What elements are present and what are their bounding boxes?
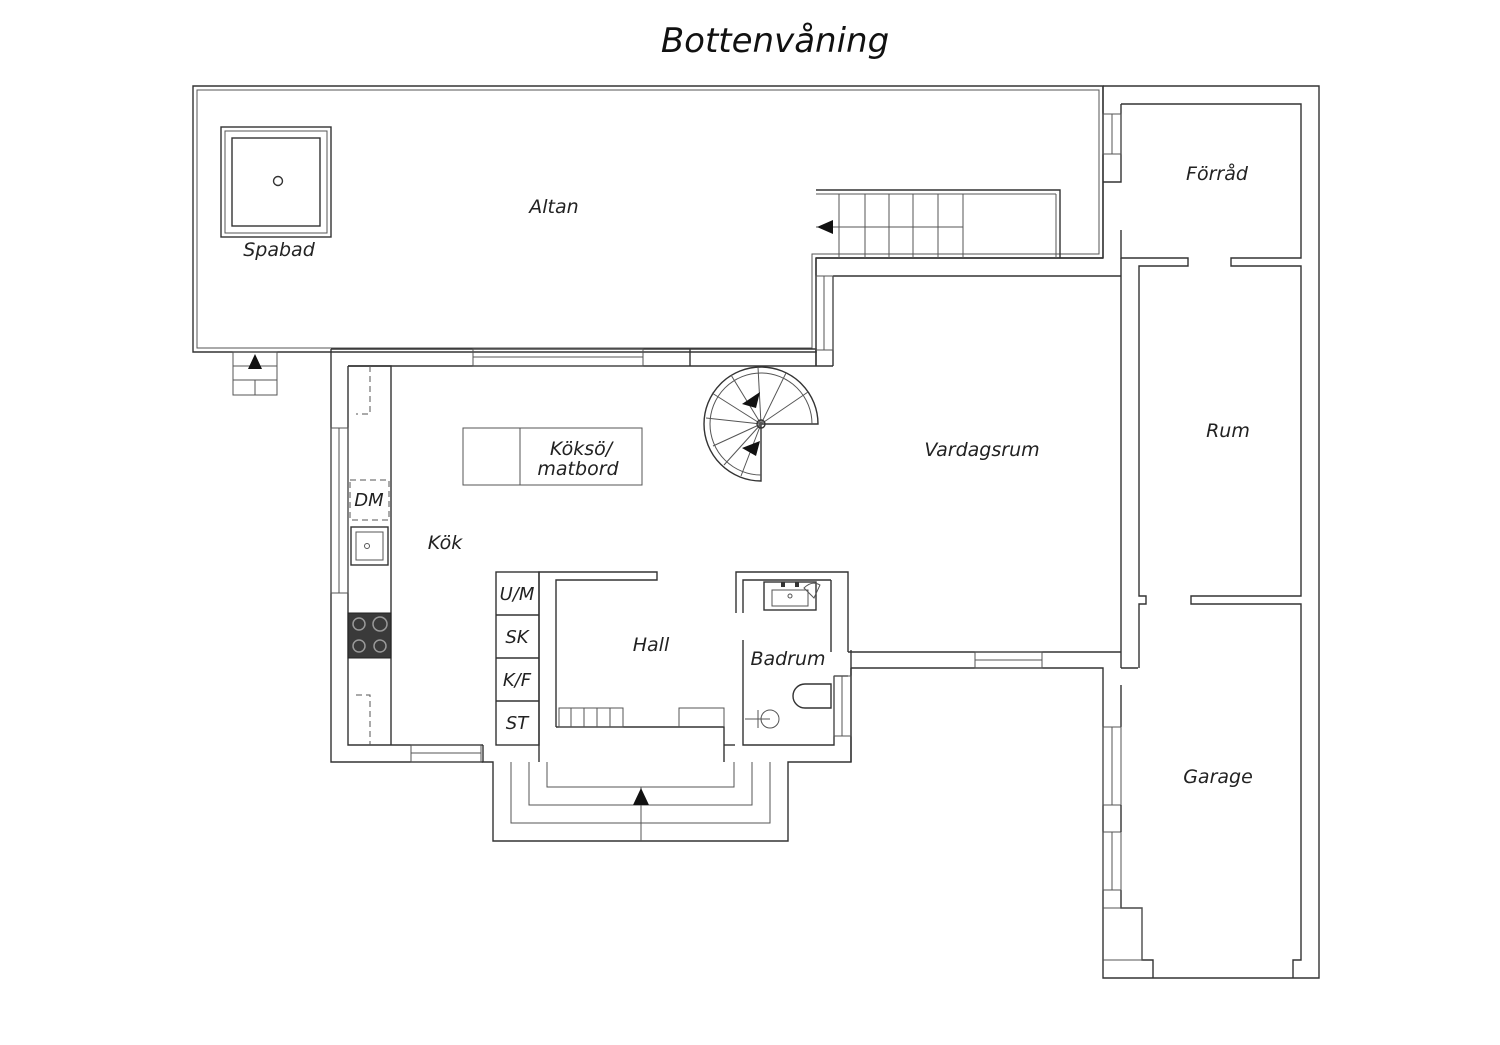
appliance-label-um: U/M [500,584,535,605]
appliance-label-kf: K/F [503,670,532,691]
room-label-koksoe-1: Köksö/ [550,438,615,460]
hall [538,571,735,762]
appliance-label-sk: SK [505,627,529,648]
room-label-altan: Altan [527,196,578,218]
room-label-koksoe-2: matbord [537,458,619,480]
room-label-badrum: Badrum [750,648,825,670]
floor-title: Bottenvåning [661,21,889,61]
room-label-rum: Rum [1206,420,1250,442]
spabad [220,126,332,238]
entry-steps [482,650,852,842]
room-label-forrad: Förråd [1186,162,1249,185]
kitchen [347,365,643,746]
badrum [735,571,852,762]
room-label-kok: Kök [428,532,463,554]
house-walls [330,86,1138,763]
room-label-garage: Garage [1183,766,1253,788]
room-label-vardagsrum: Vardagsrum [924,439,1039,461]
stairs-arrow-icon [817,220,833,234]
right-wing [1102,85,1320,979]
kitchen-sink-icon [350,526,389,566]
appliance-label-st: ST [506,713,530,734]
room-label-spabad: Spabad [243,239,315,261]
bathroom-sink-icon [763,581,817,611]
toilet-icon [792,683,832,709]
spiral-arrow-icon [742,441,760,456]
entry-arrow-icon [248,354,262,369]
spiral-arrow-icon [742,392,760,408]
room-label-hall: Hall [633,634,670,656]
appliance-label-dm: DM [354,490,384,511]
kitchen-island [462,427,643,486]
spiral-staircase [703,366,819,482]
entry-arrow-icon [633,788,649,805]
altan-stairs [816,189,1061,258]
spa-drain-icon [272,175,284,187]
